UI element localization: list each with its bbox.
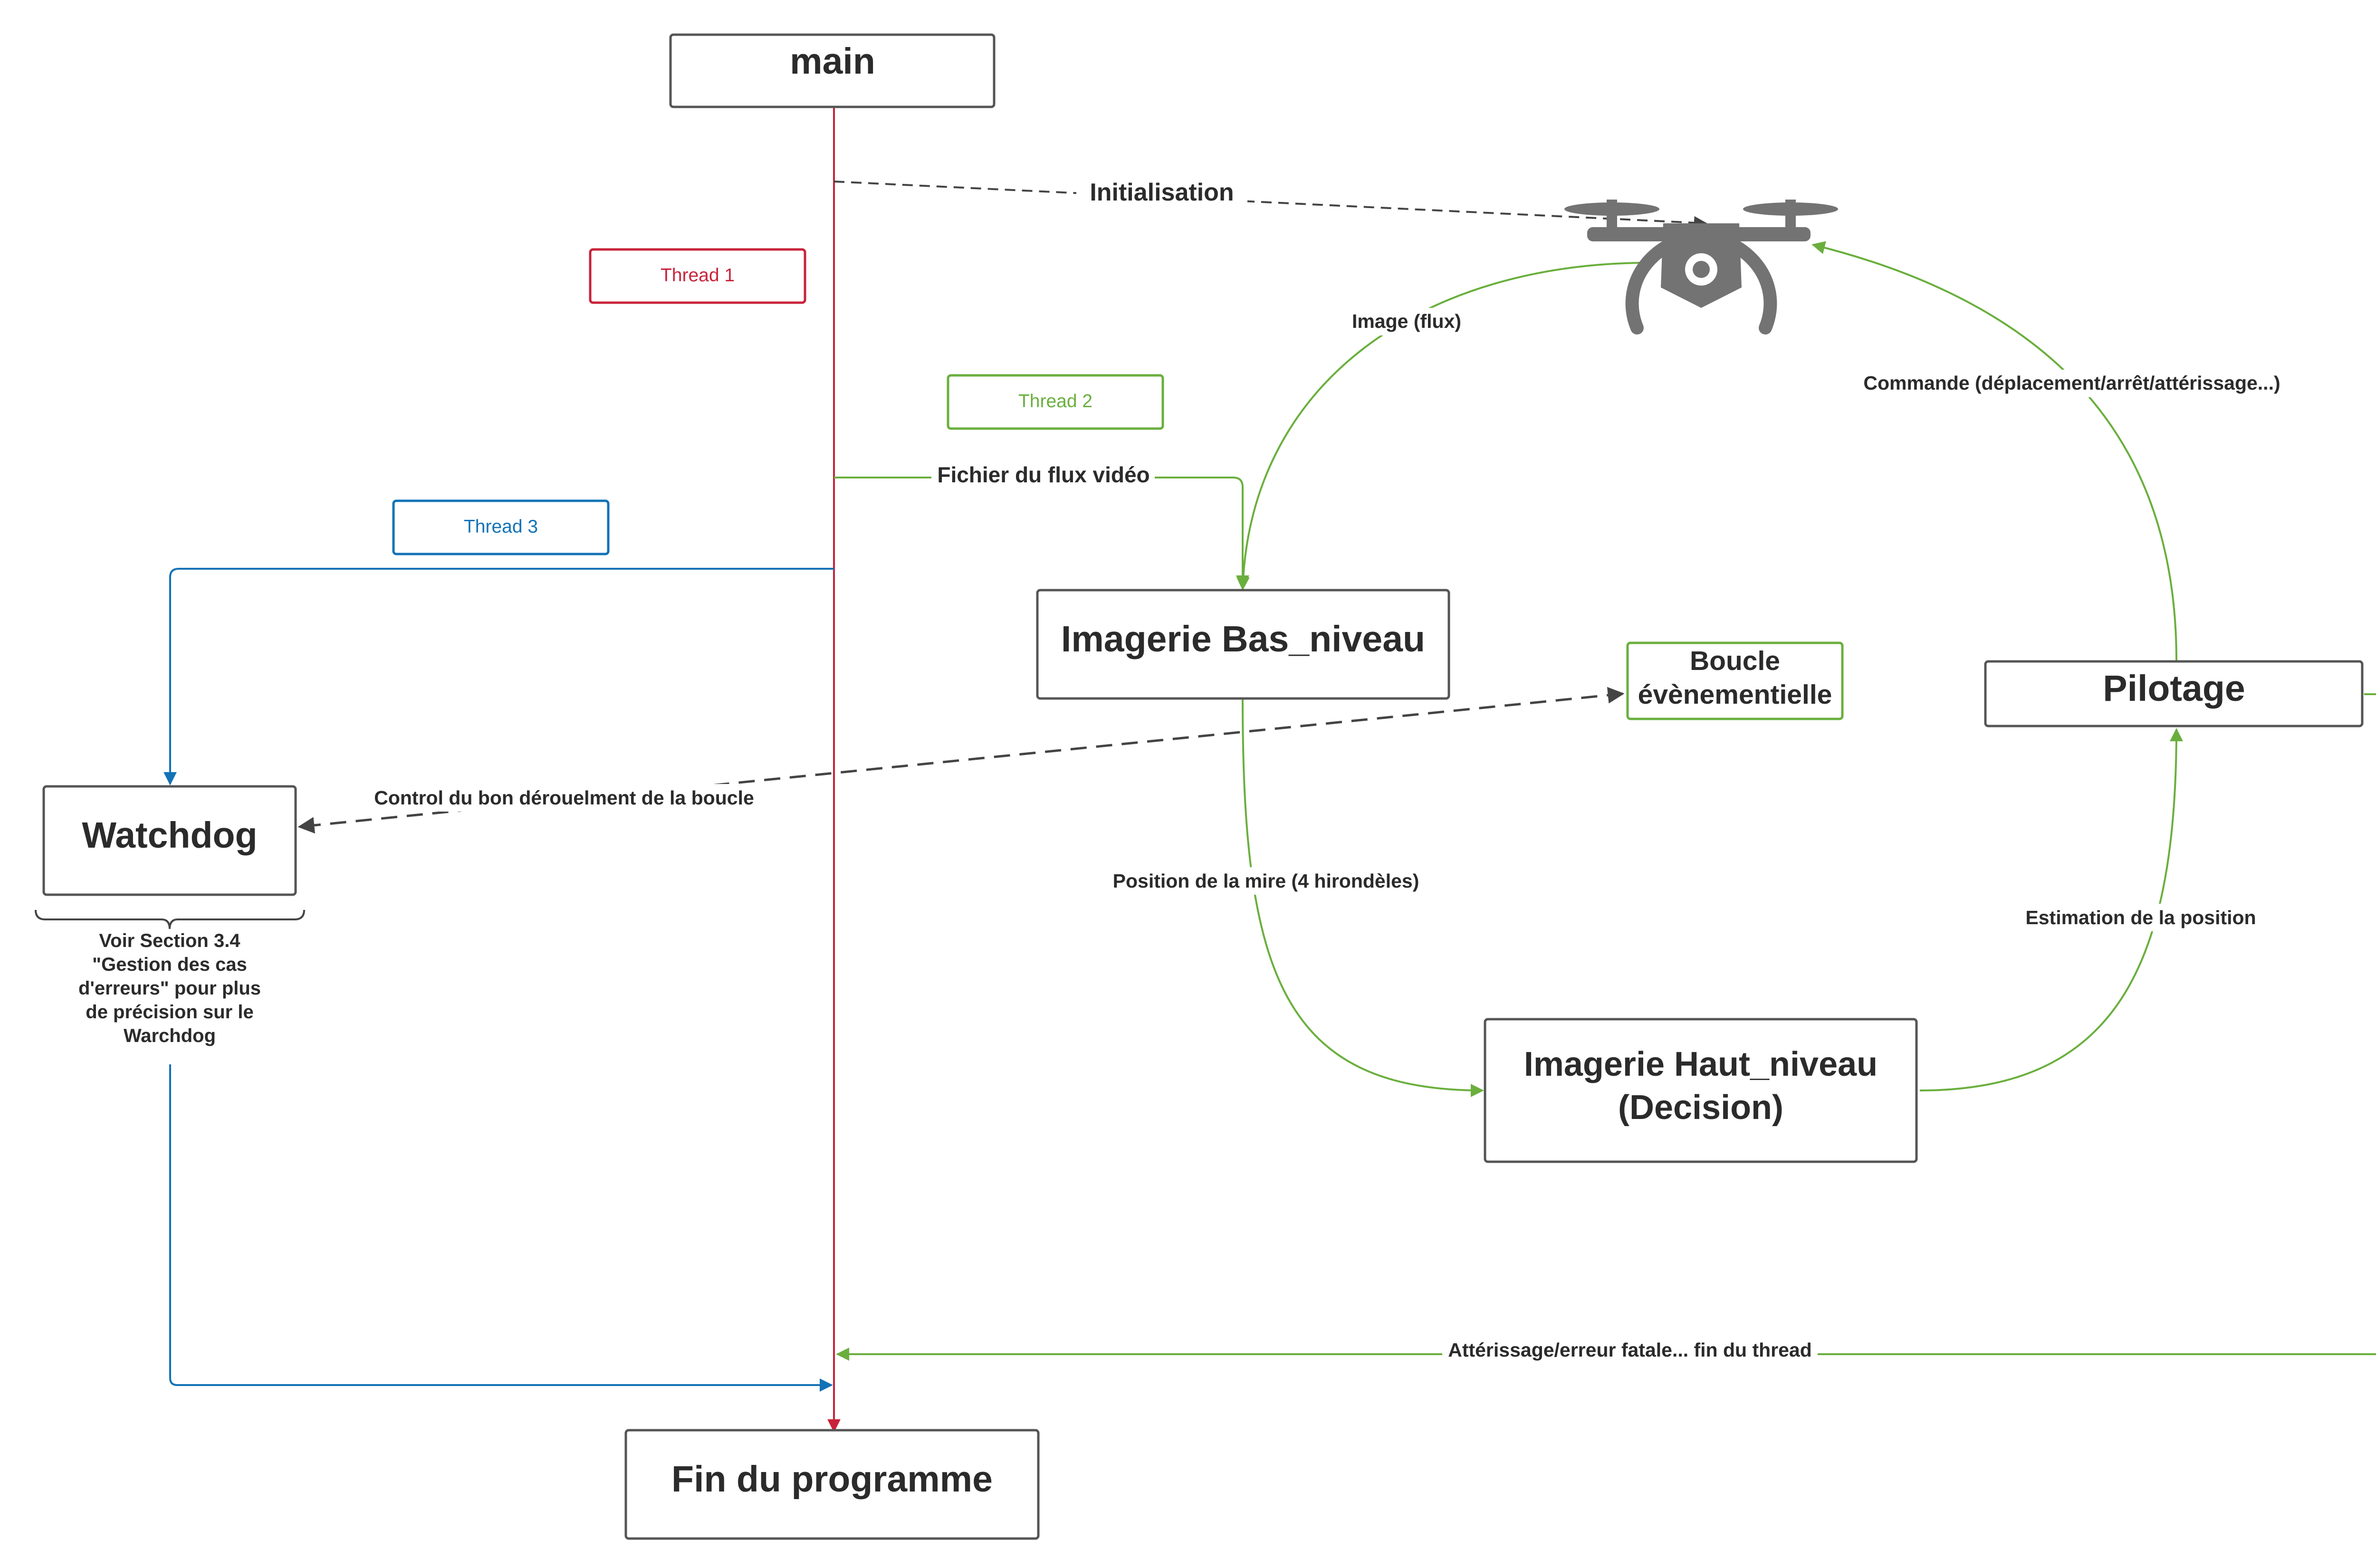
svg-text:de précision sur le: de précision sur le: [86, 1002, 253, 1023]
node-imagerie-haut-label-1: Imagerie Haut_niveau: [1524, 1045, 1878, 1083]
svg-text:Commande (déplacement/arrêt/at: Commande (déplacement/arrêt/attérissage.…: [1863, 372, 2280, 394]
svg-text:Voir Section 3.4: Voir Section 3.4: [99, 930, 240, 951]
edge-fichier-flux: [834, 477, 1249, 589]
drone-icon: [1564, 200, 1838, 335]
label-commande: Commande (déplacement/arrêt/attérissage.…: [1851, 370, 2293, 397]
node-watchdog: Watchdog: [42, 785, 297, 896]
node-pilotage-label: Pilotage: [2103, 668, 2245, 709]
watchdog-note: Voir Section 3.4 "Gestion des cas d'erre…: [78, 930, 261, 1046]
thread-1-box: Thread 1: [589, 248, 806, 304]
node-pilotage: Pilotage: [1984, 660, 2364, 727]
node-imagerie-haut-label-2: (Decision): [1618, 1089, 1783, 1127]
label-image-flux: Image (flux): [1342, 308, 1471, 335]
svg-text:Image (flux): Image (flux): [1352, 310, 1461, 332]
label-control-boucle: Control du bon dérouelment de la boucle: [364, 784, 765, 812]
edge-commande: [1811, 241, 2177, 661]
node-imagerie-haut-niveau: Imagerie Haut_niveau (Decision): [1484, 1018, 1918, 1163]
svg-text:Attérissage/erreur fatale... f: Attérissage/erreur fatale... fin du thre…: [1448, 1339, 1812, 1361]
thread-2-label: Thread 2: [1018, 391, 1092, 411]
node-fin-label: Fin du programme: [671, 1459, 993, 1500]
label-initialisation: Initialisation: [1076, 176, 1247, 209]
label-atterrissage: Attérissage/erreur fatale... fin du thre…: [1442, 1336, 1818, 1364]
edge-estimation: [1919, 728, 2183, 1091]
svg-text:Initialisation: Initialisation: [1090, 179, 1234, 206]
label-estimation: Estimation de la position: [2017, 904, 2264, 931]
svg-text:Warchdog: Warchdog: [124, 1025, 216, 1046]
node-boucle-label-2: évènementielle: [1638, 679, 1832, 710]
edge-thread3-to-watchdog: [163, 568, 834, 785]
node-boucle-label-1: Boucle: [1690, 646, 1780, 676]
node-boucle-evenementielle: Boucle évènementielle: [1626, 641, 1844, 720]
thread-1-label: Thread 1: [661, 265, 735, 286]
edge-image-flux: [1236, 262, 1649, 591]
thread-2-box: Thread 2: [947, 374, 1164, 430]
node-main: main: [669, 33, 996, 108]
thread-3-label: Thread 3: [464, 516, 538, 537]
node-main-label: main: [790, 41, 875, 82]
svg-text:"Gestion des cas: "Gestion des cas: [92, 954, 247, 975]
node-imagerie-bas-label: Imagerie Bas_niveau: [1061, 619, 1425, 660]
edge-watchdog-to-fin: [169, 1064, 833, 1392]
node-watchdog-label: Watchdog: [82, 815, 257, 856]
node-imagerie-bas-niveau: Imagerie Bas_niveau: [1036, 589, 1450, 700]
svg-text:Control du bon dérouelment de: Control du bon dérouelment de la boucle: [374, 787, 754, 809]
thread-3-box: Thread 3: [392, 499, 610, 555]
svg-text:Position de la mire (4 hirondè: Position de la mire (4 hirondèles): [1113, 870, 1419, 892]
svg-text:Fichier du flux vidéo: Fichier du flux vidéo: [937, 462, 1150, 487]
watchdog-note-brace: [35, 909, 305, 929]
svg-text:d'erreurs" pour plus: d'erreurs" pour plus: [78, 978, 261, 999]
edge-initialisation: [834, 181, 1707, 229]
node-fin-du-programme: Fin du programme: [624, 1429, 1040, 1540]
label-fichier-flux: Fichier du flux vidéo: [931, 461, 1155, 490]
svg-text:Estimation de la position: Estimation de la position: [2025, 907, 2256, 928]
label-position-mire: Position de la mire (4 hirondèles): [1105, 867, 1428, 895]
